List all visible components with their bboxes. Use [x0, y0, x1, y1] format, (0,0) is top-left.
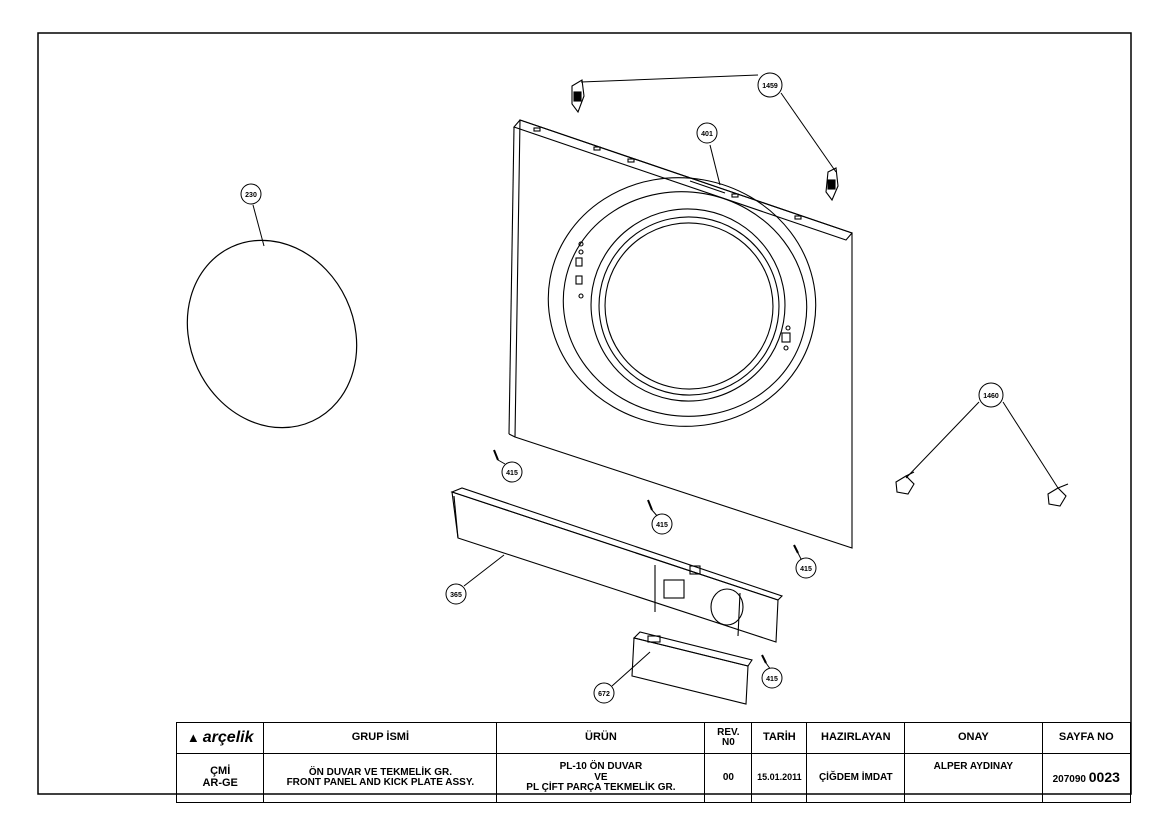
dept-cell: ÇMİ AR-GE — [175, 753, 265, 803]
callout-401-circle — [696, 122, 718, 144]
date-value: 15.01.2011 — [751, 753, 808, 803]
group-line2: FRONT PANEL AND KICK PLATE ASSY. — [286, 777, 475, 788]
callout-1459: 1459 — [762, 83, 778, 90]
page-no-value: 207090 0023 — [1041, 753, 1131, 803]
prepared-by-value: ÇİĞDEM İMDAT — [806, 753, 906, 803]
leader-lines — [252, 74, 1059, 687]
callout-230-circle — [240, 183, 262, 205]
part-1460-foot-left — [895, 471, 915, 495]
callout-1459-circle — [757, 72, 783, 98]
product-line3: PL ÇİFT PARÇA TEKMELİK GR. — [526, 782, 676, 794]
header-product: ÜRÜN — [496, 722, 706, 754]
callout-415c-circle — [795, 557, 817, 579]
rev-value: 00 — [704, 753, 753, 803]
callout-365-circle — [445, 583, 467, 605]
dept-line2: AR-GE — [202, 777, 238, 789]
callout-1460-circle — [978, 382, 1004, 408]
dept-line1: ÇMİ — [210, 765, 231, 778]
group-name-cell: ÖN DUVAR VE TEKMELİK GR. FRONT PANEL AND… — [263, 753, 498, 803]
product-cell: PL-10 ÖN DUVAR VE PL ÇİFT PARÇA TEKMELİK… — [496, 753, 706, 803]
callout-401: 401 — [701, 131, 713, 138]
callout-672-circle — [593, 682, 615, 704]
header-rev-line2: N0 — [721, 737, 735, 748]
group-line1: ÖN DUVAR VE TEKMELİK GR. — [308, 766, 452, 778]
page-suffix: 0023 — [1088, 769, 1120, 786]
logo-text: arçelik — [202, 728, 254, 746]
part-1459-clip-left — [571, 79, 585, 114]
arcelik-logo: ▲arçelik — [187, 729, 254, 746]
header-approval: ONAY — [904, 722, 1043, 754]
part-365-kick-plate — [450, 487, 784, 643]
callout-415a-circle — [501, 461, 523, 483]
part-401-front-panel — [508, 119, 853, 549]
page-prefix: 207090 — [1052, 774, 1086, 786]
title-block: ▲arçelik GRUP İSMİ ÜRÜN REV. N0 TARİH HA… — [175, 722, 1131, 803]
callout-415d-circle — [761, 667, 783, 689]
header-date: TARİH — [751, 722, 808, 754]
product-line1: PL-10 ÖN DUVAR — [559, 761, 643, 773]
header-rev: REV. N0 — [704, 722, 753, 754]
callout-365: 365 — [450, 592, 462, 599]
part-672-kick-plate-small — [631, 631, 753, 705]
part-230-door-glass — [186, 239, 358, 429]
callout-415d: 415 — [766, 676, 778, 683]
approval-value: ALPER AYDINAY — [904, 753, 1043, 803]
callout-672: 672 — [598, 691, 610, 698]
callout-230: 230 — [245, 192, 257, 199]
callout-1460: 1460 — [983, 393, 999, 400]
header-page-no: SAYFA NO — [1041, 722, 1131, 754]
header-group-name: GRUP İSMİ — [263, 722, 498, 754]
header-prepared-by: HAZIRLAYAN — [806, 722, 906, 754]
part-415-screws — [493, 449, 799, 664]
callout-415b: 415 — [656, 522, 668, 529]
callout-415c: 415 — [800, 566, 812, 573]
callout-415a: 415 — [506, 470, 518, 477]
logo-cell: ▲arçelik — [175, 722, 265, 754]
callout-415b-circle — [651, 513, 673, 535]
product-line2: VE — [594, 771, 608, 783]
part-1460-foot-right — [1047, 483, 1069, 507]
part-1459-clip-right — [825, 167, 839, 202]
header-rev-line1: REV. — [717, 726, 740, 738]
drawing-frame — [37, 32, 1132, 795]
logo-mark-icon: ▲ — [186, 729, 200, 745]
